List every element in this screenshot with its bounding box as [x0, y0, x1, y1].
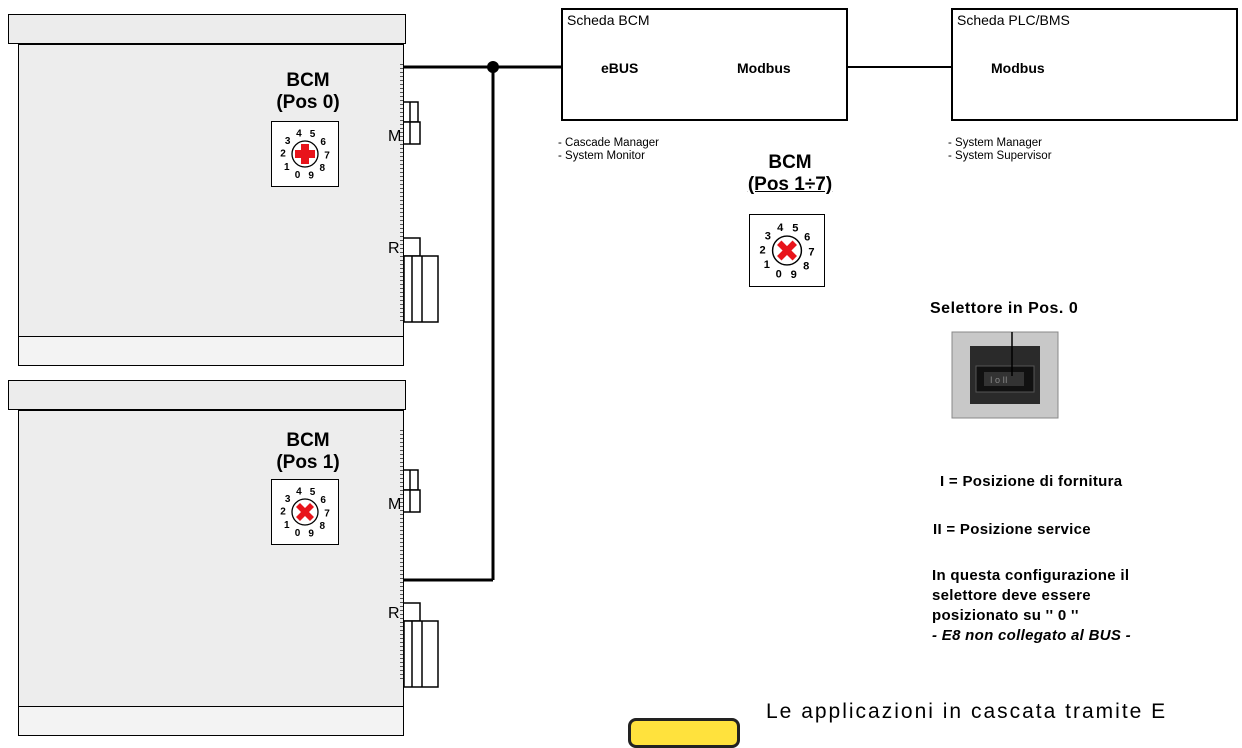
dial-digit: 6	[804, 232, 810, 244]
position-supply-text: I = Posizione di fornitura	[940, 472, 1122, 492]
dial-digit: 8	[803, 260, 809, 272]
boiler-base	[18, 336, 404, 366]
label-r-bottom: R	[388, 605, 400, 623]
fitting-r-bottom	[402, 603, 438, 687]
dial-digit: 1	[284, 162, 290, 173]
bcm-label-bottom: BCM (Pos 1)	[268, 430, 348, 474]
bcm-position: (Pos 1)	[268, 452, 348, 474]
role-item: - System Monitor	[558, 150, 659, 163]
dial-digit: 2	[280, 149, 286, 160]
boiler-base	[18, 706, 404, 736]
bcm-roles: - Cascade Manager - System Monitor	[558, 137, 659, 163]
dial-digit: 9	[308, 171, 314, 182]
bcm-label-top: BCM (Pos 0)	[268, 70, 348, 114]
dial-digit: 4	[296, 128, 302, 139]
dial-digit: 6	[320, 495, 326, 506]
board-plc-bms: Scheda PLC/BMS Modbus	[951, 8, 1238, 121]
dial-digit: 4	[777, 222, 784, 234]
dial-digit: 9	[791, 269, 797, 281]
selector-switch-title: Selettore in Pos. 0	[930, 300, 1078, 318]
label-m-top: M	[388, 128, 401, 146]
boiler-unit-top	[8, 14, 406, 366]
config-line: selettore deve essere	[932, 586, 1131, 606]
dial-digit: 3	[285, 494, 291, 505]
dial-digit: 1	[284, 520, 290, 531]
dial-digit: 0	[295, 170, 301, 181]
fitting-r-top	[402, 238, 438, 322]
dial-digit: 2	[760, 244, 766, 256]
dial-digit: 0	[776, 268, 782, 280]
board-title: Scheda PLC/BMS	[957, 12, 1070, 28]
boiler-top-cap	[8, 14, 406, 44]
bcm-title: BCM	[268, 70, 348, 92]
dial-digit: 8	[320, 521, 326, 532]
selector-switch-photo: I o II	[950, 330, 1060, 420]
dial-digit: 5	[310, 129, 316, 140]
position-service-text: II = Posizione service	[933, 520, 1091, 540]
bcm-position: (Pos 1÷7)	[725, 174, 855, 196]
dial-digit: 2	[280, 507, 286, 518]
dial-digit: 7	[808, 246, 814, 258]
dial-digit: 0	[295, 528, 301, 539]
dial-digit: 1	[764, 259, 770, 271]
dial-digit: 6	[320, 137, 326, 148]
port-modbus-label: Modbus	[737, 60, 791, 76]
role-item: - System Supervisor	[948, 150, 1052, 163]
dial-digit: 7	[324, 150, 330, 161]
dial-digit: 5	[792, 222, 798, 234]
label-r-top: R	[388, 240, 400, 258]
port-modbus-label: Modbus	[991, 60, 1045, 76]
board-bcm: Scheda BCM eBUS Modbus	[561, 8, 848, 121]
dial-digit: 9	[308, 529, 314, 540]
svg-text:I o II: I o II	[990, 375, 1008, 385]
dial-digit: 8	[320, 163, 326, 174]
configuration-note: In questa configurazione il selettore de…	[932, 566, 1131, 646]
dial-digit: 7	[324, 508, 330, 519]
bcm-title: BCM	[268, 430, 348, 452]
config-line: posizionato su '' 0 ''	[932, 606, 1131, 626]
dial-digit: 3	[285, 136, 291, 147]
port-ebus-label: eBUS	[601, 60, 638, 76]
e8-note: - E8 non collegato al BUS -	[932, 626, 1131, 646]
board-title: Scheda BCM	[567, 12, 649, 28]
bcm-title: BCM	[725, 152, 855, 174]
dial-digit: 4	[296, 486, 302, 497]
bcm-position: (Pos 0)	[268, 92, 348, 114]
config-line: In questa configurazione il	[932, 566, 1131, 586]
vent-grille	[400, 430, 403, 680]
role-item: - Cascade Manager	[558, 137, 659, 150]
plc-roles: - System Manager - System Supervisor	[948, 137, 1052, 163]
dial-digit: 5	[310, 487, 316, 498]
boiler-top-cap	[8, 380, 406, 410]
vent-grille	[400, 64, 403, 324]
label-m-bottom: M	[388, 496, 401, 514]
cascade-applications-text: Le applicazioni in cascata tramite E	[766, 700, 1167, 724]
dial-digit: 3	[765, 230, 771, 242]
ebus-junction-dot	[487, 61, 499, 73]
role-item: - System Manager	[948, 137, 1052, 150]
bcm-range-label: BCM (Pos 1÷7)	[725, 152, 855, 196]
caution-icon	[628, 718, 740, 748]
